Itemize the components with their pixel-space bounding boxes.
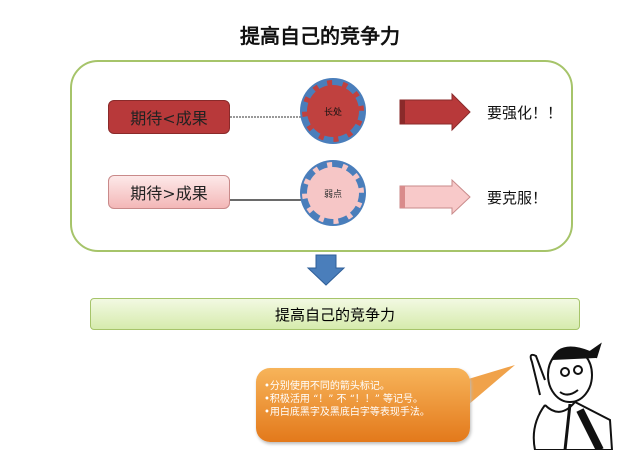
comparison-frame xyxy=(70,60,573,252)
strength-circle: 长处 xyxy=(302,80,364,142)
expectation-greater-box: 期待>成果 xyxy=(108,175,230,209)
strengthen-text: 要强化！！ xyxy=(487,104,563,122)
tip-item: •分别使用不同的箭头标记。 xyxy=(264,381,390,392)
tips-callout: •分别使用不同的箭头标记。 •积极活用 “！” 不 “！！” 等记号。 •用白底… xyxy=(256,368,470,442)
down-arrow-icon xyxy=(306,254,346,286)
tip-item: •用白底黑字及黑底白字等表现手法。 xyxy=(264,407,430,418)
red-arrow-icon xyxy=(399,92,471,132)
thinking-man-icon xyxy=(529,342,614,450)
conclusion-bar: 提高自己的竞争力 xyxy=(90,298,580,330)
callout-tail xyxy=(465,365,515,405)
page-title: 提高自己的竞争力 xyxy=(240,24,400,48)
overcome-text: 要克服！ xyxy=(487,189,548,207)
weakness-circle: 弱点 xyxy=(302,162,364,224)
pink-arrow-icon xyxy=(399,178,471,216)
tip-item: •积极活用 “！” 不 “！！” 等记号。 xyxy=(264,394,424,405)
expectation-less-box: 期待<成果 xyxy=(108,100,230,134)
